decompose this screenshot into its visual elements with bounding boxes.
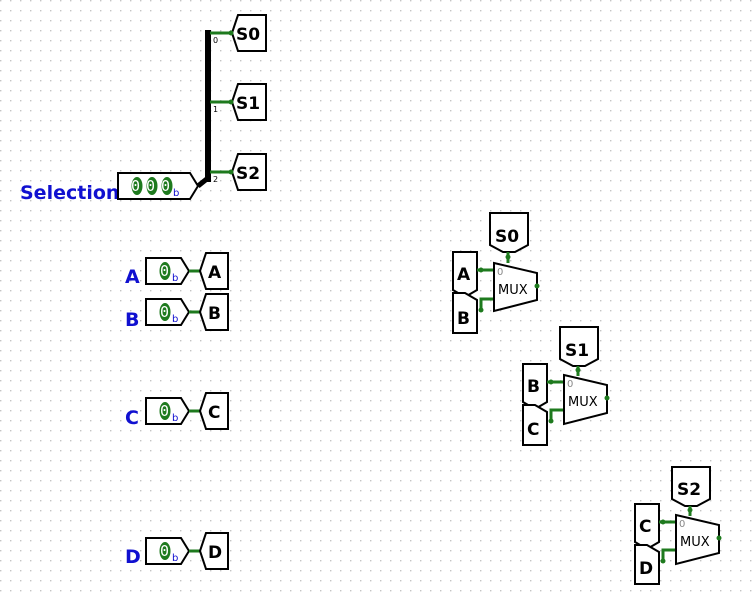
mux-0-sel-tunnel[interactable] — [489, 212, 529, 253]
splitter-index-2: 2 — [213, 175, 218, 184]
input-b-tunnel-label: B — [208, 304, 221, 324]
input-b-group: B 0 b B — [125, 293, 229, 331]
mux-2-label: MUX — [680, 535, 710, 550]
selection-value: 000 — [131, 177, 176, 195]
mux-0-in1-tunnel[interactable] — [452, 292, 478, 334]
mux-2-in1-tunnel[interactable] — [634, 544, 660, 585]
input-c-tunnel-label: C — [208, 403, 220, 423]
mux-2-sel-label: S2 — [677, 480, 701, 500]
mux-1-group: S1 B C 0 MUX — [522, 326, 610, 446]
mux-1-in1-wire — [549, 408, 564, 421]
mux-2-in1-wire — [661, 548, 676, 561]
mux-0-sel-mark: 0 — [497, 267, 503, 278]
input-a-tunnel-label: A — [208, 263, 222, 283]
mux-1-sel-tunnel[interactable] — [559, 326, 599, 367]
input-a-tunnel[interactable] — [198, 252, 229, 290]
input-d-label: D — [125, 546, 141, 568]
mux-1-in0-tunnel[interactable] — [522, 363, 548, 411]
tunnel-s1[interactable] — [230, 83, 267, 121]
input-a-label: A — [125, 266, 140, 288]
input-d-group: D 0 b D — [125, 532, 229, 570]
tunnel-s0-label: S0 — [236, 25, 260, 45]
tunnel-s1-label: S1 — [236, 94, 260, 114]
input-d-tunnel-label: D — [208, 543, 222, 563]
splitter-index-1: 1 — [213, 105, 218, 114]
mux-2-sel-dot — [687, 507, 693, 513]
input-c-bit — [159, 402, 171, 420]
mux-2-group: S2 C D 0 MUX — [634, 466, 722, 585]
selection-bit-2 — [161, 177, 173, 195]
input-c-tunnel[interactable] — [198, 392, 229, 430]
mux-1-label: MUX — [568, 395, 598, 410]
mux-2-sel-tunnel[interactable] — [671, 466, 711, 507]
mux-0-sel-label: S0 — [495, 227, 519, 247]
mux-0-in0-dot — [478, 267, 484, 273]
input-d-tunnel[interactable] — [198, 532, 229, 570]
mux-0-in1-wire — [479, 297, 494, 310]
input-b-tunnel[interactable] — [198, 293, 229, 331]
input-c-value: 0 — [160, 402, 169, 420]
input-a-bit — [159, 262, 171, 280]
mux-1-sel-label: S1 — [565, 341, 589, 361]
selection-label: Selection — [20, 182, 119, 204]
mux-1-out-dot — [604, 395, 610, 401]
input-d-value: 0 — [160, 542, 169, 560]
mux-2-in1-label: D — [639, 559, 653, 579]
mux-0-group: S0 A B 0 MUX — [452, 212, 540, 334]
mux-0-in0-label: A — [457, 265, 471, 285]
input-a-value: 0 — [160, 262, 169, 280]
input-a-group: A 0 b A — [125, 252, 229, 290]
selection-bit-0 — [131, 177, 143, 195]
mux-1-in1-tunnel[interactable] — [522, 404, 548, 446]
input-b-label: B — [125, 309, 139, 331]
mux-1-in0-dot — [548, 379, 554, 385]
input-c-label: C — [125, 407, 139, 429]
mux-0-in1-label: B — [457, 309, 470, 329]
mux-2-in1-dot — [660, 558, 666, 564]
mux-2-out-dot — [716, 535, 722, 541]
selection-bit-1 — [146, 177, 158, 195]
mux-1[interactable] — [563, 373, 608, 426]
tunnel-s2-label: S2 — [236, 164, 260, 184]
splitter-dot-0 — [228, 30, 234, 36]
mux-2-in0-label: C — [639, 517, 651, 537]
input-a-radix: b — [172, 273, 178, 284]
selection-group: Selection 000 b 0 1 2 S0 S1 S2 — [20, 14, 267, 204]
mux-0-in0-tunnel[interactable] — [452, 251, 478, 299]
input-b-value: 0 — [160, 303, 169, 321]
mux-0-label: MUX — [498, 283, 528, 298]
mux-0-sel-dot — [505, 254, 511, 260]
mux-2-sel-mark: 0 — [679, 519, 685, 530]
splitter-dot-2 — [228, 169, 234, 175]
mux-2-in0-tunnel[interactable] — [634, 503, 660, 551]
mux-2[interactable] — [675, 513, 720, 566]
splitter-dot-1 — [228, 99, 234, 105]
input-d-bit — [159, 542, 171, 560]
mux-2-in0-dot — [660, 519, 666, 525]
mux-0-out-dot — [534, 283, 540, 289]
input-b-bit — [159, 303, 171, 321]
mux-1-in1-dot — [548, 418, 554, 424]
input-d-radix: b — [172, 553, 178, 564]
input-c-group: C 0 b C — [125, 392, 229, 430]
splitter-index-0: 0 — [213, 36, 218, 45]
mux-0[interactable] — [493, 261, 538, 313]
input-b-radix: b — [172, 314, 178, 325]
mux-1-sel-mark: 0 — [567, 379, 573, 390]
mux-0-in1-dot — [478, 307, 484, 313]
mux-1-in1-label: C — [527, 420, 539, 440]
mux-1-in0-label: B — [527, 377, 540, 397]
tunnel-s0[interactable] — [230, 14, 267, 52]
selection-radix: b — [173, 188, 179, 199]
input-c-radix: b — [172, 413, 178, 424]
tunnel-s2[interactable] — [230, 153, 267, 191]
mux-1-sel-dot — [575, 367, 581, 373]
